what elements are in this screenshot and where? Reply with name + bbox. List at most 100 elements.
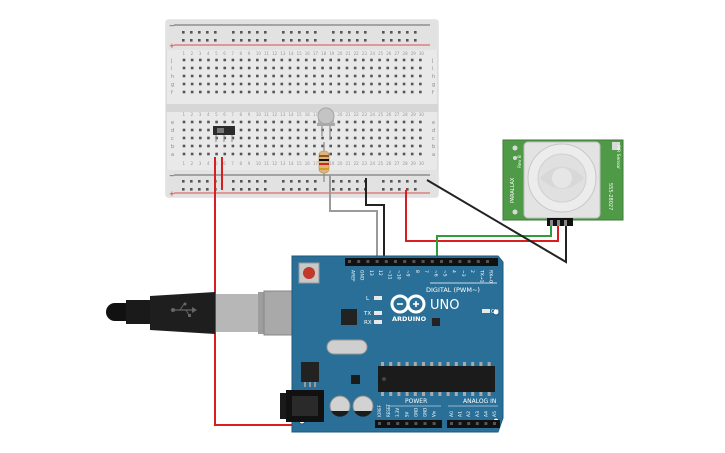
analog-pin[interactable] [450,422,453,425]
header-pin[interactable] [476,260,480,263]
breadboard-hole [215,74,218,78]
breadboard-hole [247,66,251,70]
pir-sensor[interactable]: PARALLAX Rev B 555-28027 PIR Sensor [502,139,624,226]
on-label: ON [491,309,499,315]
power-pin[interactable] [432,422,436,425]
wire-red-pir-vcc[interactable] [405,190,559,242]
digital-pin-label: ~5 [442,270,448,277]
column-number: 10 [256,161,262,166]
breadboard-hole [410,136,414,140]
breadboard-hole [256,74,259,78]
breadboard-hole [272,144,275,148]
header-pin[interactable] [366,260,370,263]
breadboard-hole [288,82,292,86]
rail-hole [332,180,335,183]
breadboard-hole [190,66,194,70]
column-number: 10 [256,112,262,117]
header-pin[interactable] [384,260,388,263]
column-number: 1 [183,112,186,117]
wire-black-gnd[interactable] [365,178,385,262]
power-pin[interactable] [396,422,400,425]
column-number: 6 [223,161,226,166]
column-number: 7 [231,51,234,56]
breadboard-hole [199,90,202,94]
breadboard-hole [272,152,275,156]
breadboard-hole [378,152,381,156]
wire-gray-led[interactable] [329,175,378,262]
breadboard-hole [321,144,324,148]
header-pin[interactable] [348,260,351,263]
rail-hole [256,188,259,191]
breadboard-hole [329,136,332,140]
breadboard-hole [419,66,422,70]
analog-pin-label: A4 [483,411,489,417]
rail-hole [382,180,385,183]
header-pin[interactable] [403,260,407,263]
row-letter: g [432,82,435,88]
power-pin[interactable] [387,422,391,425]
pir-right-text-2: PIR Sensor [615,145,621,169]
header-pin[interactable] [357,260,361,263]
column-number: 15 [297,112,303,117]
header-pin[interactable] [421,260,425,263]
column-number: 28 [403,161,409,166]
breadboard-hole [247,90,251,94]
digital-pin-label: RX←0 [488,270,494,283]
wire-black-pir-gnd[interactable] [426,179,567,264]
breadboard-hole [264,90,267,94]
dc-power-jack[interactable] [280,390,324,422]
rail-hole [240,31,243,34]
row-letter: e [171,120,174,126]
header-pin[interactable] [486,260,489,263]
header-pin[interactable] [412,260,416,263]
column-number: 8 [240,112,243,117]
breadboard-hole [296,136,300,140]
breadboard-hole [345,58,349,62]
analog-pin[interactable] [493,422,496,425]
breadboard-hole [337,136,341,140]
row-letter: j [431,58,433,64]
breadboard-hole [410,152,414,156]
analog-pin[interactable] [475,422,479,425]
header-pin[interactable] [449,260,453,263]
rail-hole [248,39,251,42]
slide-switch[interactable] [213,126,235,142]
header-pin[interactable] [458,260,462,263]
analog-pin[interactable] [467,422,471,425]
breadboard-hole [190,144,194,148]
header-pin[interactable] [440,260,443,263]
header-pin[interactable] [375,260,379,263]
row-letter: i [171,66,172,72]
column-number: 12 [272,51,278,56]
breadboard-hole [199,128,202,132]
breadboard-hole [215,152,218,156]
header-pin[interactable] [394,260,397,263]
header-pin[interactable] [430,260,434,263]
usb-cable[interactable] [106,290,320,336]
led[interactable] [317,107,335,140]
digital-pin-label: GND [359,270,365,281]
breadboard-hole [394,74,398,78]
power-pin[interactable] [405,422,409,425]
power-pin[interactable] [378,422,381,425]
header-pin[interactable] [467,260,471,263]
breadboard-hole [247,120,251,124]
power-pin[interactable] [414,422,418,425]
breadboard-hole [207,144,210,148]
rail-hole [398,39,401,42]
column-number: 29 [411,112,417,117]
breadboard-hole [256,120,259,124]
analog-pin[interactable] [458,422,462,425]
breadboard-hole [239,128,243,132]
resistor[interactable] [318,142,330,182]
breadboard-hole [247,82,251,86]
breadboard-hole [190,82,194,86]
wire-green-pir-out[interactable] [436,226,552,262]
reset-button[interactable] [298,262,320,284]
power-pin[interactable] [423,422,427,425]
voltage-regulator [301,362,319,382]
breadboard-hole [329,152,332,156]
analog-pin[interactable] [484,422,488,425]
rail-hole [348,180,351,183]
